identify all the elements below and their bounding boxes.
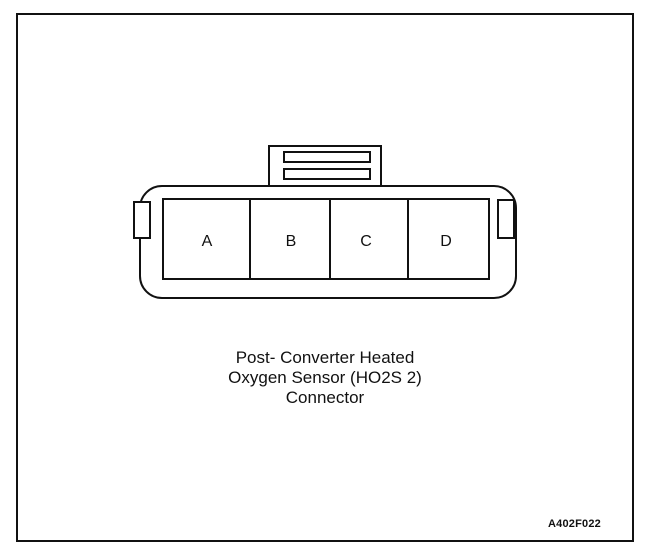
connector-lock-tab xyxy=(268,145,382,189)
caption-line-3: Connector xyxy=(285,388,365,407)
pin-cavity-c xyxy=(329,198,409,280)
diagram-frame xyxy=(16,13,634,542)
pin-cavity-a xyxy=(162,198,251,280)
pin-cavities xyxy=(162,198,490,280)
left-latch xyxy=(133,201,151,239)
figure-code: A402F022 xyxy=(548,518,601,530)
connector-caption: Post- Converter Heated Oxygen Sensor (HO… xyxy=(160,348,490,408)
pin-label-c: C xyxy=(360,233,372,250)
pin-cavity-d xyxy=(407,198,490,280)
caption-line-1: Post- Converter Heated xyxy=(235,348,415,367)
right-latch xyxy=(497,199,515,239)
pin-label-d: D xyxy=(440,233,452,250)
pin-label-a: A xyxy=(202,233,213,250)
caption-line-2: Oxygen Sensor (HO2S 2) xyxy=(228,368,422,387)
pin-label-b: B xyxy=(286,233,297,250)
